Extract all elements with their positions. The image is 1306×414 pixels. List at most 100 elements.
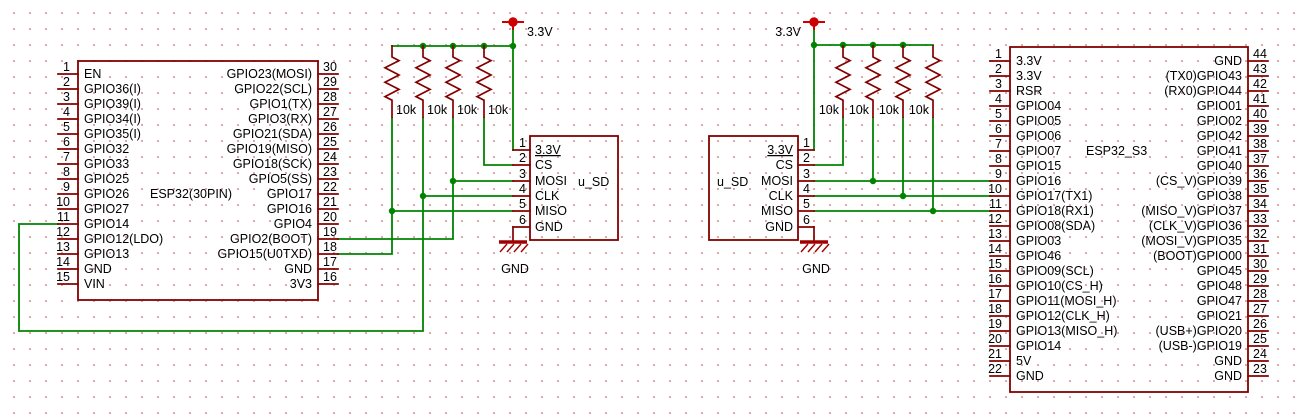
usd-right-title: u_SD: [717, 175, 748, 189]
esp32-s3-pin-number: 43: [1253, 62, 1267, 76]
esp32-s3-pin-label: GND: [1016, 369, 1044, 383]
esp32-s3-pin-number: 6: [995, 122, 1002, 136]
resistor-value-label: 10k: [396, 103, 417, 117]
esp32-30pin-pin-label: GPIO14: [84, 217, 129, 231]
esp32-30pin-body[interactable]: [77, 60, 319, 301]
esp32-s3-pin-number: 10: [988, 182, 1002, 196]
esp32-s3-pin-number: 42: [1253, 77, 1267, 91]
wire[interactable]: [18, 117, 424, 332]
esp32-s3-pin-label: GPIO21: [1197, 309, 1242, 323]
wire[interactable]: [483, 117, 514, 166]
resistor[interactable]: [894, 45, 912, 118]
esp32-s3-pin-number: 41: [1253, 92, 1267, 106]
esp32-s3-pin-number: 44: [1253, 47, 1267, 61]
esp32-s3-pin-number: 38: [1253, 137, 1267, 151]
junction-dot: [899, 192, 907, 200]
esp32-s3-pin-label: GPIO40: [1197, 159, 1242, 173]
gnd-hatch: [499, 243, 508, 253]
esp32-30pin-pin-number: 6: [63, 135, 70, 149]
esp32-s3-pin-label: GPIO42: [1197, 129, 1242, 143]
esp32-30pin-pin-label: GPIO13: [84, 247, 129, 261]
resistor-value-label: 10k: [909, 103, 930, 117]
esp32-30pin-pin-number: 10: [56, 195, 70, 209]
junction-dot: [810, 41, 818, 49]
esp32-30pin-title: ESP32(30PIN): [150, 187, 232, 201]
esp32-s3-pin-number: 11: [989, 197, 1002, 211]
junction-dot: [929, 207, 937, 215]
usd-right-pin-label: MOSI: [761, 174, 793, 188]
esp32-s3-pin-label: (USB-)GPIO19: [1159, 339, 1242, 353]
wire[interactable]: [337, 117, 393, 255]
esp32-s3-pin-number: 4: [995, 92, 1002, 106]
esp32-s3-pin-label: GND: [1214, 369, 1242, 383]
usd-right-pin-label: 3.3V: [767, 143, 793, 157]
esp32-30pin-pin-label: GPIO25: [84, 172, 129, 186]
esp32-30pin-pin-number: 4: [63, 105, 70, 119]
esp32-s3-pin-number: 40: [1253, 107, 1267, 121]
esp32-30pin-pin-number: 24: [323, 150, 337, 164]
esp32-30pin-pin-number: 26: [323, 120, 337, 134]
esp32-s3-pin-label: 3.3V: [1016, 69, 1042, 83]
esp32-s3-pin-label: GPIO48: [1197, 279, 1242, 293]
esp32-s3-pin-number: 28: [1253, 287, 1267, 301]
esp32-30pin-pin-label: GPIO36(I): [84, 82, 141, 96]
esp32-s3-pin-label: GND: [1214, 354, 1242, 368]
resistor[interactable]: [383, 45, 401, 118]
esp32-30pin-pin-label: GPIO22(SCL): [234, 82, 312, 96]
esp32-s3-pin-label: GPIO06: [1016, 129, 1061, 143]
esp32-s3-pin-number: 34: [1253, 197, 1267, 211]
esp32-s3-pin-label: 5V: [1016, 354, 1032, 368]
esp32-s3-pin-label: GPIO04: [1016, 99, 1061, 113]
resistor[interactable]: [864, 45, 882, 118]
gnd-net-label: GND: [802, 262, 830, 276]
junction-dot: [388, 207, 396, 215]
esp32-s3-pin-number: 25: [1253, 332, 1267, 346]
resistor-value-label: 10k: [819, 103, 840, 117]
esp32-s3-pin-label: GPIO08(SDA): [1016, 219, 1095, 233]
esp32-s3-pin-number: 22: [988, 362, 1002, 376]
esp32-s3-pin-number: 14: [988, 242, 1002, 256]
usd-right-body[interactable]: [708, 135, 799, 241]
esp32-s3-pin-number: 37: [1253, 152, 1267, 166]
esp32-s3-pin-number: 36: [1253, 167, 1267, 181]
esp32-30pin-pin-number: 29: [323, 75, 337, 89]
usd-left-pin-number: 5: [519, 197, 526, 211]
esp32-30pin-pin-number: 18: [323, 240, 337, 254]
power-net-label: 3.3V: [775, 25, 801, 39]
wire[interactable]: [813, 117, 844, 166]
junction-dot: [419, 192, 427, 200]
esp32-s3-pin-label: (USB+)GPIO20: [1156, 324, 1243, 338]
esp32-30pin-pin-label: GPIO18(SCK): [233, 157, 312, 171]
esp32-s3-title: ESP32_S3: [1086, 144, 1147, 158]
usd-left-title: u_SD: [578, 175, 609, 189]
esp32-s3-pin-label: (CLK_V)GPIO36: [1149, 219, 1242, 233]
resistor[interactable]: [414, 45, 432, 118]
esp32-30pin-pin-number: 21: [323, 195, 337, 209]
esp32-30pin-pin-label: GPIO21(SDA): [233, 127, 312, 141]
usd-left-body[interactable]: [529, 135, 619, 241]
esp32-s3-pin-number: 16: [988, 272, 1002, 286]
esp32-30pin-pin-number: 25: [323, 135, 337, 149]
resistor[interactable]: [475, 45, 493, 118]
esp32-30pin-pin-label: GPIO26: [84, 187, 129, 201]
resistor[interactable]: [924, 45, 942, 118]
resistor-value-label: 10k: [427, 103, 448, 117]
esp32-s3-pin-number: 2: [995, 62, 1002, 76]
esp32-s3-pin-label: GPIO05: [1016, 114, 1061, 128]
usd-right-pin-number: 2: [803, 151, 810, 165]
esp32-s3-body[interactable]: [1009, 46, 1249, 393]
esp32-s3-pin-label: GPIO14: [1016, 339, 1061, 353]
resistor[interactable]: [444, 45, 462, 118]
esp32-s3-pin-label: GPIO13(MISO_H): [1016, 324, 1117, 338]
esp32-30pin-pin-number: 19: [323, 225, 337, 239]
resistor[interactable]: [834, 45, 852, 118]
usd-right-pin-number: 6: [803, 213, 810, 227]
resistor-value-label: 10k: [488, 103, 509, 117]
wire[interactable]: [337, 117, 454, 240]
esp32-30pin-pin-label: GPIO33: [84, 157, 129, 171]
esp32-30pin-pin-number: 9: [63, 180, 70, 194]
esp32-s3-pin-label: (TX0)GPIO43: [1166, 69, 1242, 83]
esp32-30pin-pin-number: 17: [323, 255, 337, 269]
esp32-30pin-pin-number: 2: [63, 75, 70, 89]
